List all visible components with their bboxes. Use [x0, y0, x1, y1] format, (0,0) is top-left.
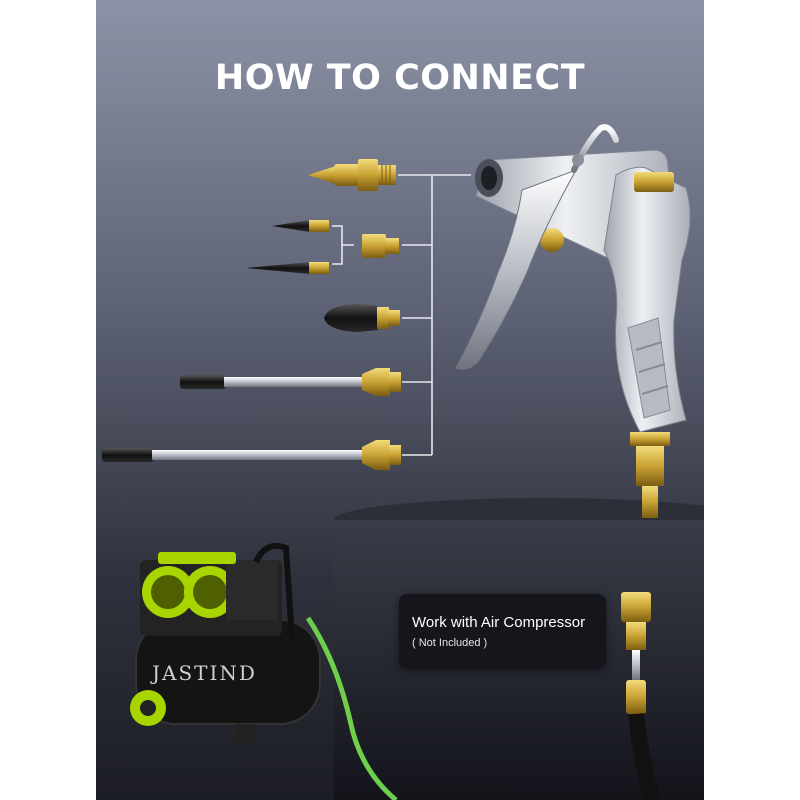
compressor-brand: JASTIND: [150, 661, 257, 685]
display-pedestal: [334, 498, 704, 800]
info-card-subtitle: ( Not Included ): [412, 637, 488, 649]
long-extension-wand: [102, 440, 401, 470]
brass-nozzle: [308, 159, 396, 191]
green-air-hose: [305, 616, 398, 800]
page-title: HOW TO CONNECT: [214, 58, 586, 98]
rubber-tip-pair-with-coupler: [246, 220, 399, 274]
air-compressor: JASTIND: [130, 542, 321, 744]
connector-lines: [332, 174, 471, 456]
air-blow-gun: [455, 124, 691, 518]
info-card: Work with Air Compressor ( Not Included …: [399, 594, 606, 668]
rubber-safety-tip: [324, 304, 400, 332]
product-illustration: JASTIND: [102, 124, 704, 800]
info-card-title: Work with Air Compressor: [412, 614, 586, 631]
quick-coupler-and-hose: [621, 592, 660, 800]
short-extension-wand: [180, 368, 401, 396]
product-panel: HOW TO CONNECT: [96, 0, 704, 800]
